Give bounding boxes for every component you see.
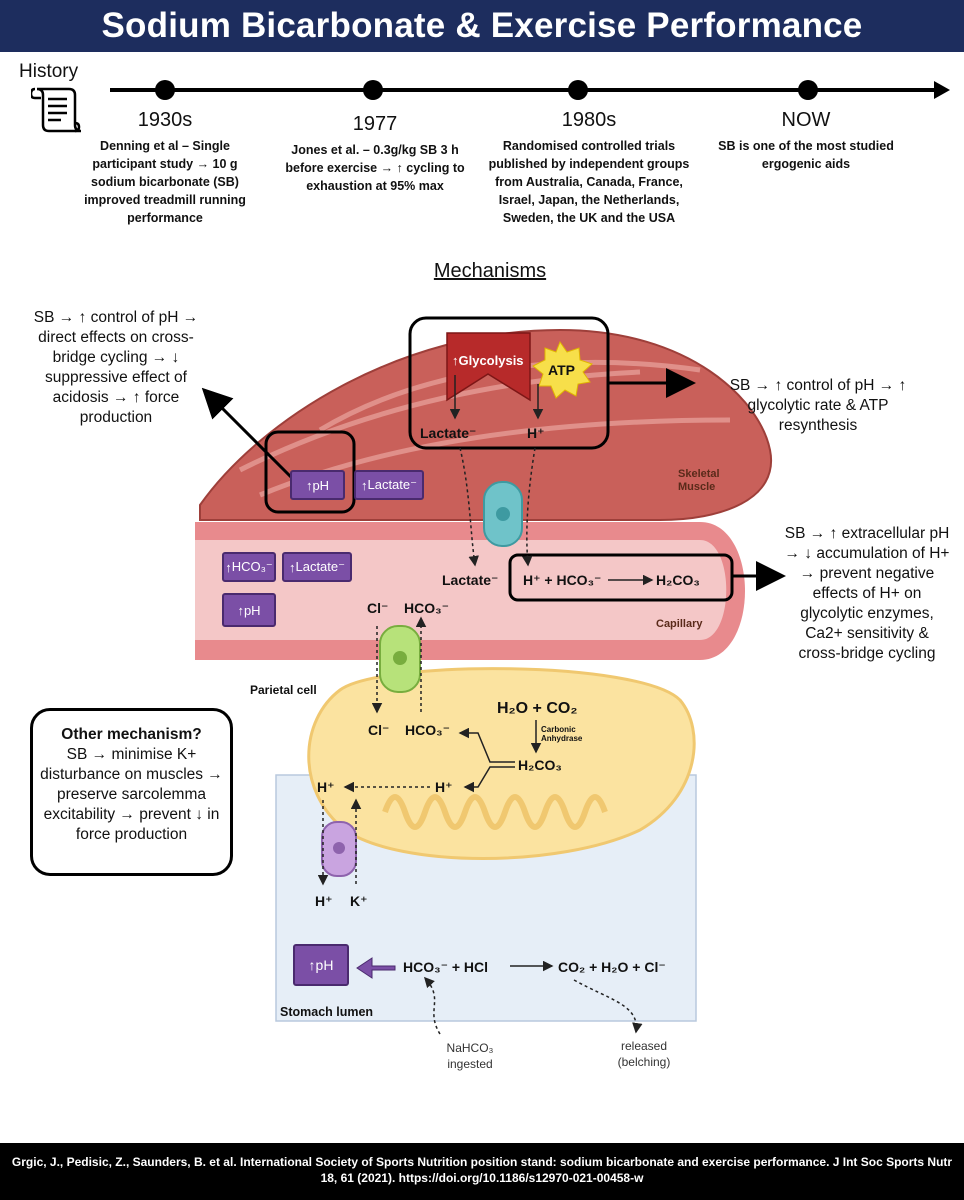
callout-arrow xyxy=(201,387,294,480)
cl-inner-label: Cl⁻ xyxy=(368,722,390,738)
pathway-arrow xyxy=(522,447,536,567)
lumen-reaction-reactants: HCO₃⁻ + HCl xyxy=(403,959,489,975)
event-year: NOW xyxy=(781,109,831,131)
timeline-dot xyxy=(568,80,588,100)
h2co3-label: H₂CO₃ xyxy=(518,757,562,773)
h-right-label: H⁺ xyxy=(435,779,453,795)
capillary-reaction-reactants: H⁺ + HCO₃⁻ xyxy=(523,572,602,588)
atp-burst xyxy=(532,340,593,399)
parietal-cell-label: Parietal cell xyxy=(250,683,317,697)
carbonic-anhydrase-label: Carbonic Anhydrase xyxy=(541,725,583,743)
transporter-core xyxy=(333,842,345,854)
citation-footer: Grgic, J., Pedisic, Z., Saunders, B. et … xyxy=(0,1143,964,1200)
note-glycolytic-rate: SB → ↑ control of pH → ↑ glycolytic rate… xyxy=(729,377,907,434)
timeline-event: 1980s Randomised controlled trials publi… xyxy=(484,107,694,227)
other-mechanism-box: Other mechanism? SB → minimise K+ distur… xyxy=(30,708,233,876)
stomach-lumen-label: Stomach lumen xyxy=(280,1005,374,1019)
badge-text: pH xyxy=(315,957,334,973)
badge-text: Lactate⁻ xyxy=(367,477,417,492)
capillary-lactate-label: Lactate⁻ xyxy=(442,572,499,588)
history-label: History xyxy=(19,61,79,82)
event-year: 1930s xyxy=(137,109,193,131)
title-banner: Sodium Bicarbonate & Exercise Performanc… xyxy=(0,0,964,52)
timeline-arrowhead xyxy=(934,81,950,99)
glycolysis-chevron xyxy=(446,332,531,402)
pathway-arrow xyxy=(458,727,515,763)
h-left-label: H⁺ xyxy=(317,779,335,795)
k-pump-label: K⁺ xyxy=(350,893,368,909)
event-text: SB is one of the most studied ergogenic … xyxy=(718,139,894,171)
ph-rise-arrow xyxy=(356,957,396,979)
nahco3-ingested-label: NaHCO₃ ingested xyxy=(446,1041,494,1071)
hco3-inner-label: HCO₃⁻ xyxy=(405,722,450,738)
badge-text: HCO₃⁻ xyxy=(231,559,273,574)
scroll-icon xyxy=(31,87,81,133)
note-extracellular-ph: SB → ↑ extracellular pH → ↓ accumulation… xyxy=(784,525,950,662)
timeline-event: 1977 Jones et al. – 0.3g/kg SB 3 h befor… xyxy=(280,111,470,195)
page-title: Sodium Bicarbonate & Exercise Performanc… xyxy=(101,6,863,45)
h-muscle-label: H⁺ xyxy=(527,425,545,441)
badge-text: pH xyxy=(312,477,330,493)
ph-badge: ↑pH xyxy=(290,470,345,500)
event-text: Jones et al. – 0.3g/kg SB 3 h before exe… xyxy=(285,143,465,193)
pathway-arrow xyxy=(573,979,643,1034)
pathway-arrow xyxy=(423,976,441,1035)
badge-text: pH xyxy=(243,602,261,618)
timeline-line xyxy=(110,88,938,92)
atp-label: ATP xyxy=(548,362,575,378)
released-label: released (belching) xyxy=(617,1039,671,1069)
other-mechanism-title: Other mechanism? xyxy=(61,726,202,743)
other-mechanism-text: SB → minimise K+ disturbance on muscles … xyxy=(40,746,223,843)
event-text: Randomised controlled trials published b… xyxy=(488,139,690,225)
skeletal-muscle-label: Skeletal Muscle xyxy=(678,468,720,493)
glycolysis-label: ↑Glycolysis xyxy=(452,353,524,368)
h-pump-label: H⁺ xyxy=(315,893,333,909)
transporter-core xyxy=(393,651,407,665)
hco3-label: HCO₃⁻ xyxy=(404,600,449,616)
citation-text: Grgic, J., Pedisic, Z., Saunders, B. et … xyxy=(11,1155,953,1185)
lactate-muscle-label: Lactate⁻ xyxy=(420,425,477,441)
lactate-badge: ↑Lactate⁻ xyxy=(282,552,352,582)
event-year: 1980s xyxy=(561,109,617,131)
note-crossbridge: SB → ↑ control of pH → direct effects on… xyxy=(33,309,199,426)
ph-badge-lumen: ↑pH xyxy=(293,944,349,986)
hco3-badge: ↑HCO₃⁻ xyxy=(222,552,276,582)
event-year: 1977 xyxy=(352,113,398,135)
lactate-badge: ↑Lactate⁻ xyxy=(354,470,424,500)
glycolysis-text: Glycolysis xyxy=(458,353,524,368)
capillary-reaction-product: H₂CO₃ xyxy=(656,572,700,588)
timeline-dot xyxy=(155,80,175,100)
timeline-event: 1930s Denning et al – Single participant… xyxy=(72,107,258,227)
h2o-co2-label: H₂O + CO₂ xyxy=(497,700,578,717)
mechanisms-title: Mechanisms xyxy=(433,260,547,282)
ph-badge: ↑pH xyxy=(222,593,276,627)
timeline-dot xyxy=(798,80,818,100)
event-text: Denning et al – Single participant study… xyxy=(84,139,246,225)
timeline-event: NOW SB is one of the most studied ergoge… xyxy=(706,107,906,173)
pathway-arrow xyxy=(463,766,515,793)
capillary-label: Capillary xyxy=(656,618,703,630)
pathway-arrow xyxy=(459,447,479,567)
cl-label: Cl⁻ xyxy=(367,600,389,616)
timeline-dot xyxy=(363,80,383,100)
canaliculi-folds xyxy=(382,794,608,830)
parietal-cell-shape xyxy=(307,667,696,860)
badge-text: Lactate⁻ xyxy=(295,559,345,574)
transporter-core xyxy=(496,507,510,521)
lumen-reaction-products: CO₂ + H₂O + Cl⁻ xyxy=(558,959,666,975)
